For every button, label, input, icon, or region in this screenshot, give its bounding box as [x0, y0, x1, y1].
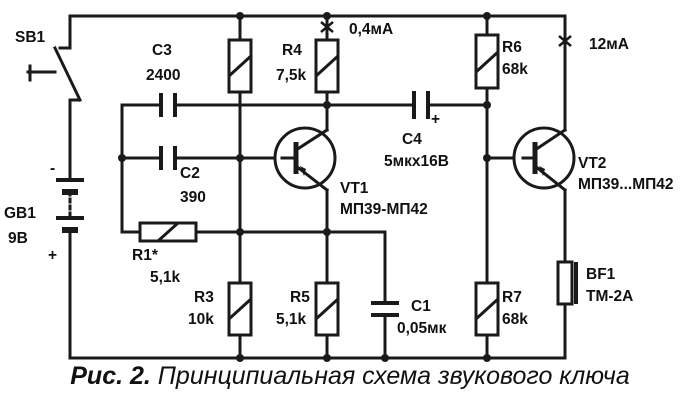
r5-value: 5,1k — [276, 311, 307, 328]
c1-value: 0,05мк — [397, 320, 447, 337]
vt2-label: VT2 — [578, 155, 606, 172]
bf1-label: BF1 — [586, 266, 616, 283]
capacitor-c2 — [159, 146, 177, 170]
bf1-type: ТМ-2А — [586, 288, 633, 305]
transistor-vt2 — [512, 126, 576, 193]
r1-label: R1* — [132, 247, 159, 264]
resistor-r7 — [474, 281, 500, 337]
c3-value: 2400 — [146, 67, 180, 84]
current-stage1: 0,4мА — [349, 21, 393, 38]
r3-label: R3 — [194, 289, 214, 306]
r7-value: 68k — [502, 311, 528, 328]
caption-prefix: Рис. 2. — [70, 362, 151, 390]
junction-dots — [118, 12, 491, 362]
r4-value: 7,5k — [276, 67, 307, 84]
resistor-unlabeled-top — [227, 38, 253, 94]
r6-label: R6 — [502, 39, 522, 56]
capacitor-c1 — [371, 301, 399, 317]
r5-label: R5 — [290, 289, 310, 306]
caption-text: Принципиальная схема звукового ключа — [157, 362, 630, 390]
headphone-bf1 — [556, 260, 578, 306]
figure-caption: Рис. 2. Принципиальная схема звукового к… — [0, 362, 700, 391]
vt2-type: МП39...МП42 — [578, 176, 674, 193]
c4-label: C4 — [402, 131, 422, 148]
resistor-r5 — [314, 281, 340, 337]
current-mark-stage2 — [558, 35, 572, 47]
c2-label: C2 — [180, 165, 200, 182]
current-stage2: 12мА — [589, 36, 629, 53]
capacitor-c3 — [159, 93, 177, 117]
battery-gb1 — [56, 178, 84, 233]
resistor-r4 — [314, 21, 340, 94]
sb1-label: SB1 — [15, 29, 46, 46]
transistor-vt1 — [273, 126, 337, 193]
r3-value: 10k — [188, 311, 214, 328]
vt1-label: VT1 — [340, 180, 369, 197]
gb1-plus-sign: + — [48, 247, 57, 264]
r4-label: R4 — [282, 42, 302, 59]
switch-sb1 — [26, 45, 83, 103]
c1-label: C1 — [411, 298, 431, 315]
r7-label: R7 — [502, 289, 522, 306]
c4-value: 5мкх16В — [384, 153, 449, 170]
r1-value: 5,1k — [150, 269, 181, 286]
capacitor-c4 — [412, 91, 430, 119]
c2-value: 390 — [180, 189, 206, 206]
resistor-r6 — [474, 33, 500, 90]
gb1-voltage: 9В — [8, 230, 28, 247]
r6-value: 68k — [502, 61, 528, 78]
gb1-label: GB1 — [4, 205, 36, 222]
gb1-minus-sign: - — [50, 160, 55, 177]
resistor-r1 — [138, 221, 198, 243]
vt1-type: МП39-МП42 — [340, 201, 428, 218]
resistor-r3 — [227, 281, 253, 337]
c4-plus-sign: + — [431, 111, 440, 128]
c3-label: C3 — [152, 42, 172, 59]
